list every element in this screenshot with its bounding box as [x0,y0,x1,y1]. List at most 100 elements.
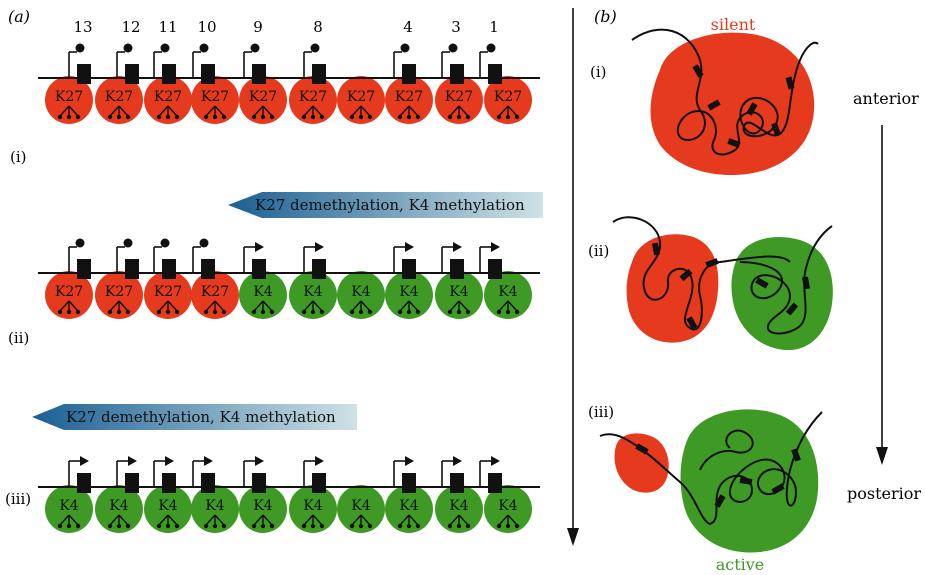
gene-box [450,259,464,279]
repressed-promoter [75,238,85,248]
methyl-dot [269,523,275,529]
methyl-dot [75,309,81,315]
nucleosome [484,76,532,124]
histone-mark-label: K27 [105,284,133,300]
methyl-dot [203,114,209,120]
histone-tail [59,105,70,117]
histone-mark-label: K4 [59,498,78,514]
nucleosome [385,76,433,124]
histone-tail [507,300,518,312]
active-promoter-arrow [453,456,462,466]
histone-mark-label: K27 [201,284,229,300]
histone-tail [167,514,178,526]
methyl-dot [57,523,63,529]
gene-box [402,259,416,279]
histone-tail [214,300,225,312]
methyl-dot [505,523,511,529]
methyl-dot [221,309,227,315]
histone-tail [59,514,70,526]
arrow-demethylation-1: K27 demethylation, K4 methylation [228,192,543,218]
gene-box [312,259,326,279]
histone-mark-label: K27 [395,89,423,105]
histone-tail [205,300,216,312]
histone-tail [498,300,509,312]
methyl-dot [397,114,403,120]
histone-tail [214,105,225,117]
gene-number: 11 [158,18,177,36]
nucleosome [191,485,239,533]
histone-tail [303,300,314,312]
nucleosome [191,76,239,124]
histone-tail [312,514,323,526]
gene-box [125,473,139,493]
methyl-dot [301,309,307,315]
methyl-dot [75,523,81,529]
histone-tail [262,105,273,117]
methyl-dot [319,523,325,529]
methyl-dot [465,309,471,315]
histone-tail [118,300,129,312]
gene-box [77,259,91,279]
nucleosome [95,271,143,319]
methyl-dot [358,523,364,529]
histone-mark-label: K4 [399,284,418,300]
gene-box [488,259,502,279]
active-promoter-arrow [165,456,174,466]
histone-tail [253,300,264,312]
histone-mark-label: K4 [205,498,224,514]
nucleosome [337,76,385,124]
arrow-1-text: K27 demethylation, K4 methylation [255,196,525,214]
active-promoter-arrow [453,242,462,252]
gene-number: 12 [121,18,140,36]
methyl-dot [212,523,218,529]
gene-box [402,64,416,84]
nucleosome [95,485,143,533]
methyl-dot [212,114,218,120]
silent-territory-ii [626,234,719,343]
histone-tail [118,105,129,117]
repressed-promoter [486,43,496,53]
methyl-dot [310,523,316,529]
histone-tail [167,105,178,117]
nucleosome [435,76,483,124]
histone-mark-label: K27 [201,89,229,105]
methyl-dot [514,523,520,529]
histone-tail [360,105,371,117]
gene-box [252,473,266,493]
gene-box [77,473,91,493]
nucleosome [239,76,287,124]
active-promoter-arrow [315,456,324,466]
histone-tail [399,514,410,526]
nucleosome [289,271,337,319]
methyl-dot [221,114,227,120]
histone-mark-label: K27 [154,284,182,300]
histone-tail [158,105,169,117]
repressed-promoter [160,238,170,248]
methyl-dot [496,309,502,315]
methyl-dot [174,114,180,120]
histone-tail [205,105,216,117]
methyl-dot [116,309,122,315]
methyl-dot [107,309,113,315]
methyl-dot [116,114,122,120]
gene-number: 9 [253,18,263,36]
methyl-dot [66,523,72,529]
nucleosome [45,76,93,124]
histone-tail [458,300,469,312]
histone-mark-label: K4 [109,498,128,514]
gene-box [450,473,464,493]
active-promoter-arrow [128,456,137,466]
histone-mark-label: K4 [449,498,468,514]
gene-box [162,259,176,279]
arrow-2-text: K27 demethylation, K4 methylation [66,408,336,426]
methyl-dot [260,523,266,529]
histone-mark-label: K4 [253,498,272,514]
methyl-dot [367,309,373,315]
gene-number: 4 [403,18,413,36]
row-label-i: (i) [10,148,27,166]
gene-box [201,473,215,493]
